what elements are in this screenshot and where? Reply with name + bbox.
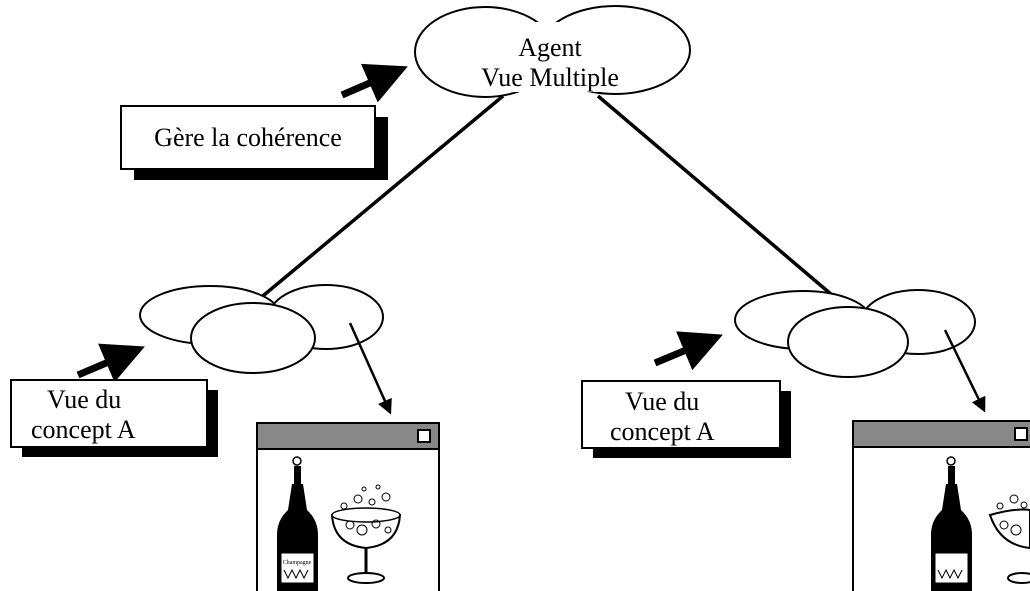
- right-view-box: Vue du concept A: [581, 380, 791, 458]
- link-agent-left: [256, 94, 505, 302]
- arrow-to-left-cloud: [76, 343, 145, 383]
- champagne-bottle-icon: Champagne: [277, 456, 318, 591]
- right-window-close-box[interactable]: [1014, 427, 1028, 441]
- champagne-bottle-icon: [931, 456, 972, 591]
- right-view-label-line2: concept A: [610, 417, 715, 446]
- champagne-glass-icon: [988, 494, 1030, 584]
- link-agent-right: [596, 94, 854, 314]
- champagne-glass-icon: [330, 484, 402, 584]
- left-window-close-box[interactable]: [417, 429, 431, 443]
- left-view-label-line1: Vue du: [47, 385, 121, 414]
- right-window: [852, 420, 1030, 591]
- coherence-label: Gère la cohérence: [154, 123, 342, 152]
- coherence-box: Gère la cohérence: [120, 105, 388, 180]
- arrow-to-agent: [340, 63, 408, 103]
- left-view-cloud: [139, 284, 384, 374]
- arrow-right-cloud-to-window: [943, 329, 986, 413]
- right-view-cloud: [734, 289, 976, 378]
- agent-title: Agent: [518, 33, 582, 62]
- arrow-left-cloud-to-window: [348, 322, 392, 415]
- agent-subtitle: Vue Multiple: [481, 63, 619, 92]
- arrow-to-right-cloud: [653, 331, 723, 371]
- bottle-label: Champagne: [283, 560, 312, 566]
- left-view-label-line2: concept A: [31, 415, 136, 444]
- right-view-label-line1: Vue du: [625, 387, 699, 416]
- left-view-box: Vue du concept A: [10, 379, 218, 457]
- agent-cloud: Agent Vue Multiple: [414, 5, 691, 98]
- left-window: Champagne: [256, 422, 440, 591]
